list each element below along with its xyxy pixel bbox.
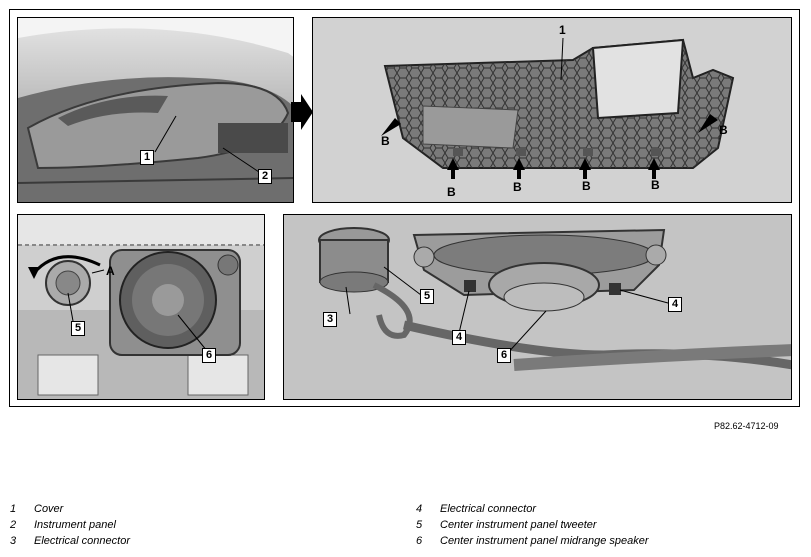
callout-4-right: 4 [668, 297, 683, 312]
right-arrow-icon [291, 94, 313, 130]
panel-dashboard-cover: 1 2 [17, 17, 294, 203]
callout-B-2: B [513, 180, 522, 194]
arrow-icon [381, 118, 401, 136]
callout-B-right: B [719, 123, 728, 137]
legend-number: 6 [416, 535, 423, 547]
grille-illustration [381, 37, 735, 179]
callout-5: 5 [420, 289, 435, 304]
legend-number: 4 [416, 503, 423, 515]
arrow-icon [447, 158, 459, 170]
legend-text: Cover [34, 503, 64, 515]
legend-text: Instrument panel [34, 519, 116, 531]
callout-2: 2 [258, 169, 273, 184]
callout-A: A [106, 264, 115, 278]
callout-6: 6 [202, 348, 217, 363]
callout-B-1: B [447, 185, 456, 199]
arrow-icon [579, 158, 591, 170]
callout-4-left: 4 [452, 330, 467, 345]
callout-1: 1 [140, 150, 155, 165]
legend-text: Electrical connector [440, 503, 536, 515]
arrow-icon [698, 114, 718, 133]
callout-B-left: B [381, 134, 390, 148]
legend-number: 2 [10, 519, 17, 531]
legend-number: 1 [10, 503, 17, 515]
legend-text: Electrical connector [34, 535, 130, 547]
figure-reference: P82.62-4712-09 [714, 421, 779, 431]
legend-text: Center instrument panel midrange speaker [440, 535, 649, 547]
dashboard-illustration [18, 18, 293, 202]
callout-B-4: B [651, 178, 660, 192]
callout-6: 6 [497, 348, 512, 363]
panel-speaker-assembly: 3 5 4 6 4 [283, 214, 792, 400]
speakers-installed-illustration [18, 215, 264, 399]
callout-1: 1 [559, 23, 566, 37]
legend-number: 3 [10, 535, 17, 547]
arrow-icon [648, 158, 660, 170]
panel-cover-grille: 1 B B B B B B [312, 17, 792, 203]
legend-number: 5 [416, 519, 423, 531]
callout-5: 5 [71, 321, 86, 336]
rotate-arrow-icon [28, 267, 40, 279]
legend-left: 1 Cover 2 Instrument panel 3 Electrical con… [10, 503, 370, 553]
legend-text: Center instrument panel tweeter [440, 519, 597, 531]
callout-3: 3 [323, 312, 338, 327]
speaker-assembly-illustration [284, 215, 791, 399]
arrow-icon [513, 158, 525, 170]
callout-B-3: B [582, 179, 591, 193]
panel-speakers-installed: A 5 6 [17, 214, 265, 400]
leader-lines [154, 115, 260, 173]
